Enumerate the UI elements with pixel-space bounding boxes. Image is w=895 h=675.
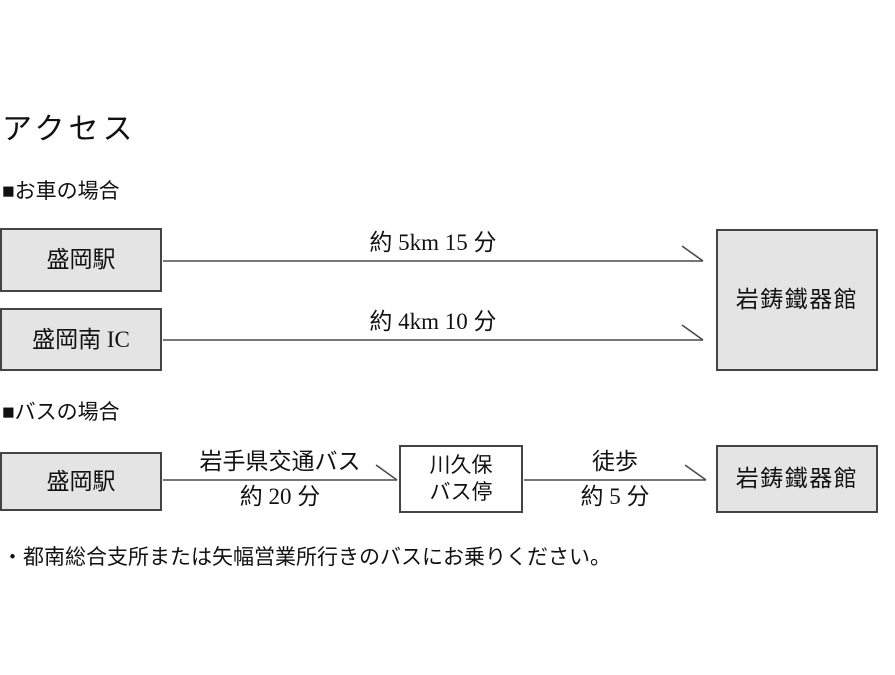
bus-destination-box-museum: 岩鋳鐵器館 bbox=[716, 445, 878, 513]
bus-stop-box-kawakubo: 川久保 バス停 bbox=[399, 445, 523, 513]
bus-note: ・都南総合支所または矢幅営業所行きのバスにお乗りください。 bbox=[2, 545, 611, 569]
bus-stop-label-line2: バス停 bbox=[429, 480, 493, 504]
car-origin-label-morioka-minami-ic: 盛岡南 IC bbox=[32, 326, 130, 352]
bus-leg1-top-label: 岩手県交通バス bbox=[199, 449, 361, 474]
car-origin-label-morioka-station: 盛岡駅 bbox=[46, 247, 116, 273]
bus-stop-label: 川久保 バス停 bbox=[430, 452, 493, 507]
car-route-label-1: 約 5km 15 分 bbox=[369, 230, 497, 255]
car-destination-label: 岩鋳鐵器館 bbox=[735, 287, 859, 313]
bus-section-header: ■バスの場合 bbox=[2, 400, 120, 424]
bus-destination-label: 岩鋳鐵器館 bbox=[735, 466, 859, 492]
car-section-header: ■お車の場合 bbox=[2, 179, 120, 203]
bus-origin-label: 盛岡駅 bbox=[46, 468, 116, 494]
bus-leg2-bottom-label: 約 5 分 bbox=[580, 484, 650, 509]
bus-stop-label-line1: 川久保 bbox=[429, 452, 493, 477]
bus-leg2-top-label: 徒歩 bbox=[592, 449, 638, 474]
page-title: アクセス bbox=[2, 113, 137, 146]
bus-origin-box-morioka-station: 盛岡駅 bbox=[0, 452, 162, 511]
car-origin-box-morioka-minami-ic: 盛岡南 IC bbox=[0, 308, 162, 371]
car-origin-box-morioka-station: 盛岡駅 bbox=[0, 228, 162, 292]
car-destination-box-museum: 岩鋳鐵器館 bbox=[716, 229, 878, 371]
car-route-label-2: 約 4km 10 分 bbox=[369, 309, 497, 334]
bus-leg1-bottom-label: 約 20 分 bbox=[239, 484, 321, 509]
